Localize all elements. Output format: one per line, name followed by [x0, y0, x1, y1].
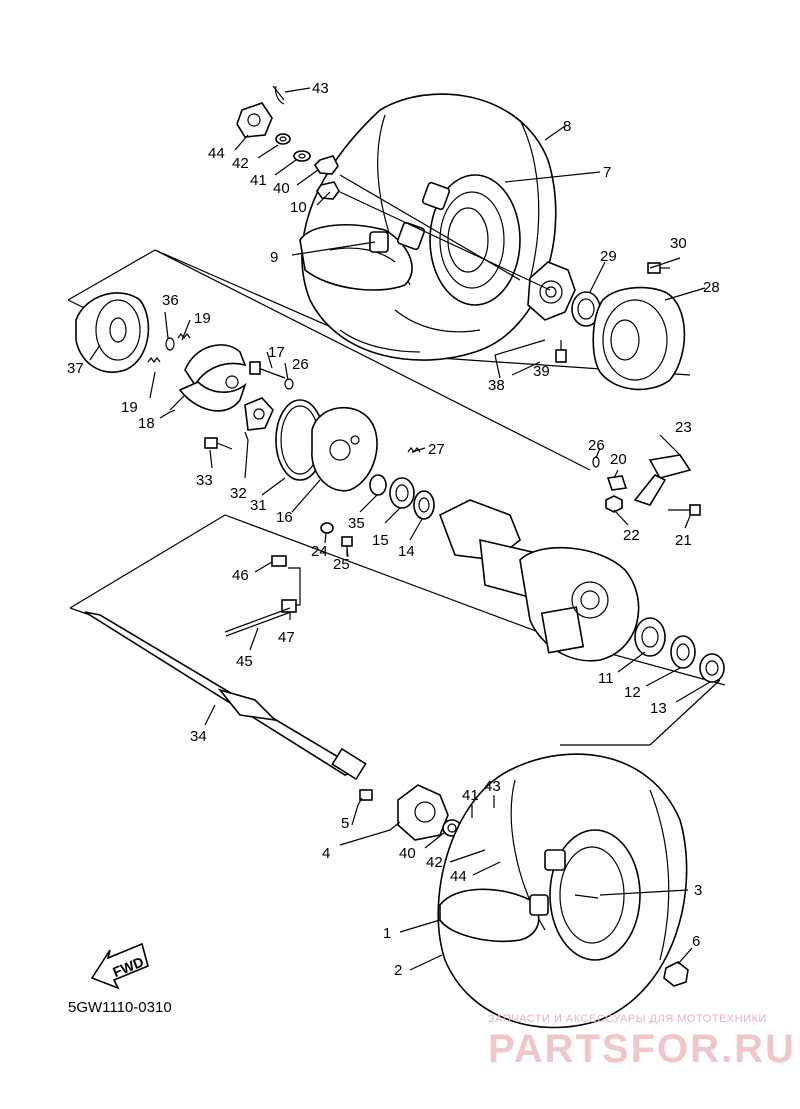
callout-35: 35: [348, 515, 365, 532]
springs-19: [147, 333, 191, 363]
bearing-11: [634, 617, 666, 657]
hub-38: [527, 261, 576, 321]
callout-8: 8: [563, 118, 571, 135]
callout-15: 15: [372, 532, 389, 549]
callout-9: 9: [270, 249, 278, 266]
callout-14: 14: [398, 543, 415, 560]
bracket-23: [633, 454, 692, 506]
callout-41: 41: [250, 172, 267, 189]
callout-38: 38: [488, 377, 505, 394]
callout-25: 25: [333, 556, 350, 573]
callout-16: 16: [276, 509, 293, 526]
callout-30: 30: [670, 235, 687, 252]
callout-44-lower: 44: [450, 868, 467, 885]
bolt-30: [647, 262, 670, 274]
callout-20: 20: [610, 451, 627, 468]
callout-28: 28: [703, 279, 720, 296]
callout-37: 37: [67, 360, 84, 377]
callout-27: 27: [428, 441, 445, 458]
axle-housing: [438, 499, 640, 662]
nut-6: [663, 961, 689, 987]
callout-31: 31: [250, 497, 267, 514]
callout-45: 45: [236, 653, 253, 670]
callout-46: 46: [232, 567, 249, 584]
bolt-33: [204, 437, 233, 450]
brake-panel-16: [311, 406, 421, 492]
callout-40: 40: [273, 180, 290, 197]
callout-43: 43: [312, 80, 329, 97]
callout-12: 12: [624, 684, 641, 701]
callout-41-lower: 41: [462, 787, 479, 804]
bearing-15: [389, 477, 415, 509]
callout-6: 6: [692, 933, 700, 950]
lever-32: [244, 397, 274, 431]
callout-32: 32: [230, 485, 247, 502]
callout-13: 13: [650, 700, 667, 717]
lower-hub-studs: [529, 849, 599, 916]
callout-39: 39: [533, 363, 550, 380]
callout-21: 21: [675, 532, 692, 549]
watermark-brand: PARTSFOR.RU: [488, 1027, 796, 1071]
axle-shaft-34: [84, 611, 367, 781]
part-code: 5GW1110-0310: [68, 999, 172, 1016]
callout-19-bottom: 19: [121, 399, 138, 416]
callout-4: 4: [322, 845, 330, 862]
upper-rim: [299, 174, 521, 306]
bracket-20: [606, 475, 628, 491]
callout-7: 7: [603, 164, 611, 181]
callout-23: 23: [675, 419, 692, 436]
callout-22: 22: [623, 527, 640, 544]
upper-nut-set: [236, 85, 340, 200]
bolt-39: [555, 340, 567, 363]
callout-10: 10: [290, 199, 307, 216]
watermark: ЗАПЧАСТИ И АКСЕССУАРЫ ДЛЯ МОТОТЕХНИКИ PA…: [488, 1013, 796, 1071]
callout-18: 18: [138, 415, 155, 432]
callout-47: 47: [278, 629, 295, 646]
upper-hub-studs: [369, 181, 451, 253]
callout-1: 1: [383, 925, 391, 942]
camshaft-17: [249, 361, 294, 390]
callout-2: 2: [394, 962, 402, 979]
callout-42: 42: [232, 155, 249, 172]
bolt-21: [668, 504, 701, 516]
leader-lines: [89, 87, 711, 971]
lower-rim: [439, 829, 641, 961]
callout-26-right: 26: [588, 437, 605, 454]
rod-45: [224, 607, 292, 637]
bolt-5: [359, 789, 373, 801]
callout-5: 5: [341, 815, 349, 832]
callout-3: 3: [694, 882, 702, 899]
brake-shoes-18: [178, 344, 247, 412]
callout-29: 29: [600, 248, 617, 265]
nut-22: [605, 495, 623, 513]
fwd-arrow: FWD: [90, 942, 149, 990]
callout-19-top: 19: [194, 310, 211, 327]
callout-17: 17: [268, 344, 285, 361]
seal-14: [413, 490, 435, 520]
callout-42-lower: 42: [426, 854, 443, 871]
callout-34: 34: [190, 728, 207, 745]
pin-26: [592, 456, 600, 468]
callout-43-lower: 43: [484, 778, 501, 795]
brake-drum-28: [592, 286, 686, 391]
lower-hub-4: [397, 784, 449, 841]
nut-24: [320, 522, 334, 534]
callout-labels: 43 8 44 42 41 40 7 10 9 30 29 28 36 19 1…: [67, 80, 720, 979]
callout-11: 11: [598, 670, 614, 687]
callout-24: 24: [311, 543, 328, 560]
collar-13: [699, 653, 725, 683]
collar-35: [369, 474, 387, 496]
drum-37: [75, 292, 150, 373]
callout-33: 33: [196, 472, 213, 489]
watermark-caption: ЗАПЧАСТИ И АКСЕССУАРЫ ДЛЯ МОТОТЕХНИКИ: [488, 1013, 767, 1025]
callout-26-left: 26: [292, 356, 309, 373]
callout-36: 36: [162, 292, 179, 309]
clamp-47: [281, 567, 301, 613]
callout-44: 44: [208, 145, 225, 162]
callout-40-lower: 40: [399, 845, 416, 862]
seal-12: [670, 635, 696, 669]
bolt-46: [271, 555, 287, 567]
